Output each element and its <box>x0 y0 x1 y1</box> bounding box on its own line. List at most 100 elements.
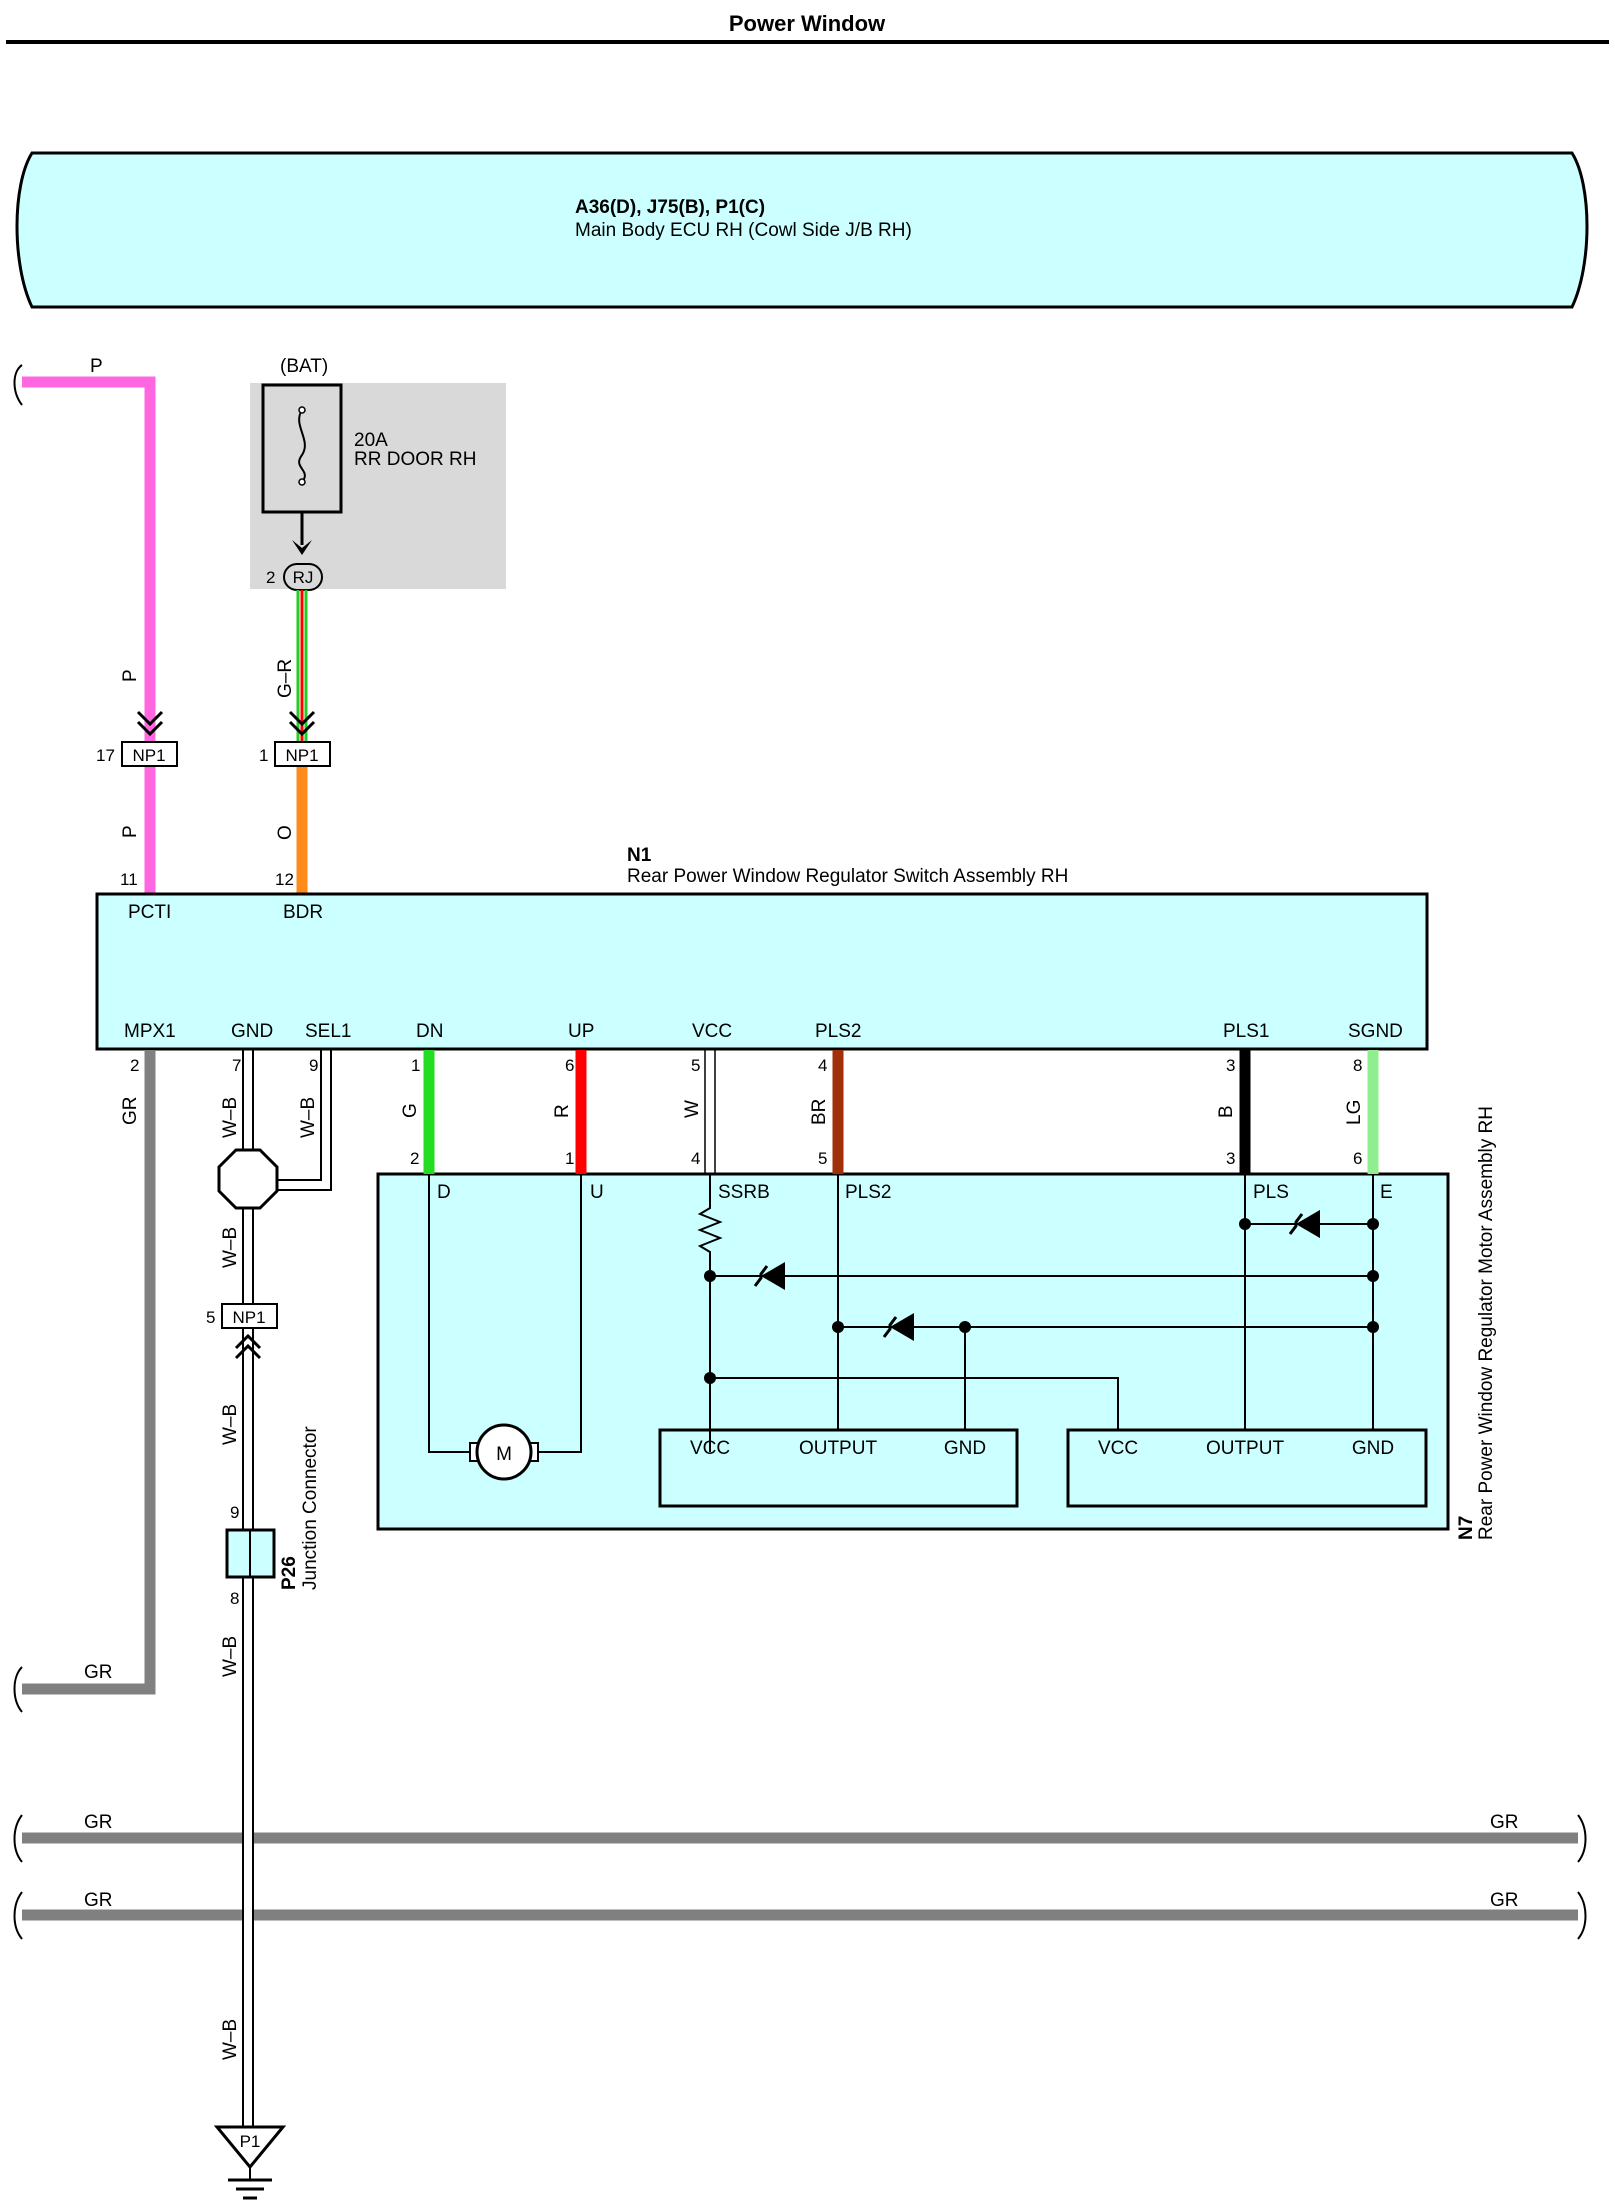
fuse-name: RR DOOR RH <box>354 449 476 470</box>
np1-pin-1: 1 <box>259 746 268 765</box>
wire-label-b: B <box>1216 1105 1237 1118</box>
gr-bus2-right-label: GR <box>1490 1890 1519 1911</box>
np1-connector-17 <box>121 741 178 767</box>
n1-pin-name: SEL1 <box>305 1021 351 1042</box>
junction-dot <box>1239 1218 1251 1230</box>
wire-break-mark <box>13 364 23 406</box>
motor-circuit-wire <box>428 1174 582 1453</box>
wire-label-wb-sel: W–B <box>298 1097 319 1138</box>
n1-top-pin-num: 11 <box>120 870 138 889</box>
sensor1-gnd: GND <box>944 1438 986 1459</box>
junction-dot <box>1367 1218 1379 1230</box>
n7-pin-name: SSRB <box>718 1182 770 1203</box>
n1-pin-num: 4 <box>818 1056 827 1075</box>
sensor2-output: OUTPUT <box>1206 1438 1285 1459</box>
p26-pin-bottom: 8 <box>230 1589 239 1608</box>
p26-code: P26 <box>279 1556 300 1590</box>
n1-pin-name: GND <box>231 1021 273 1042</box>
zener-diode-icon <box>1245 1210 1373 1238</box>
n1-top-pin-name: BDR <box>283 902 323 923</box>
sensor2-gnd: GND <box>1352 1438 1394 1459</box>
n1-pin-num: 3 <box>1226 1056 1235 1075</box>
p26-pin-top: 9 <box>230 1503 239 1522</box>
n1-name: Rear Power Window Regulator Switch Assem… <box>627 866 1068 887</box>
sensor-wire <box>710 1377 1119 1430</box>
junction-dot <box>832 1321 844 1333</box>
ground-label: P1 <box>240 2132 261 2151</box>
wire-break-mark <box>13 1814 1587 1863</box>
fuse-rating: 20A <box>354 430 388 451</box>
wire-break-mark <box>13 1666 23 1713</box>
p26-name: Junction Connector <box>300 1426 321 1590</box>
fuse-supply: (BAT) <box>280 356 328 377</box>
n1-pin-num: 9 <box>309 1056 318 1075</box>
rj-pin: 2 <box>266 568 275 587</box>
n1-pin-num: 2 <box>130 1056 139 1075</box>
n7-pin-num: 3 <box>1226 1149 1235 1168</box>
np1-connector-5 <box>221 1303 278 1329</box>
gr-bus1-right-label: GR <box>1490 1812 1519 1833</box>
gr-bus1-left-label: GR <box>84 1812 113 1833</box>
sensor1-vcc: VCC <box>690 1438 730 1459</box>
motor-assembly-box <box>376 1172 1450 1531</box>
n1-code: N1 <box>627 845 652 866</box>
wire-p <box>22 376 156 743</box>
gr-bus2-left-label: GR <box>84 1890 113 1911</box>
n1-pin-num: 6 <box>565 1056 574 1075</box>
fuse-area <box>250 383 506 589</box>
wire-label-lg: LG <box>1344 1100 1365 1125</box>
wire-wb-sel-a <box>278 1050 322 1181</box>
wire-label-p-top: P <box>90 356 103 377</box>
wire-label-p-above-np1: P <box>120 669 141 682</box>
n7-pin-num: 6 <box>1353 1149 1362 1168</box>
ecu-block <box>15 151 1589 309</box>
wire-break-mark <box>13 1891 1587 1940</box>
zener-diode-icon <box>753 1262 785 1290</box>
resistor-icon <box>697 1174 723 1452</box>
splice-octagon <box>217 1148 279 1210</box>
wire-label-wb-bottom: W–B <box>220 2019 241 2060</box>
zener-diode-icon <box>882 1313 914 1341</box>
np1-connector-1 <box>274 741 331 767</box>
n1-pin-name: VCC <box>692 1021 732 1042</box>
n7-pin-name: E <box>1380 1182 1393 1203</box>
n1-pin-name: PLS1 <box>1223 1021 1269 1042</box>
pulse-sensor-1 <box>658 1428 1019 1508</box>
motor-icon <box>475 1423 533 1481</box>
junction-dot <box>959 1321 971 1333</box>
n7-pin-num: 5 <box>818 1149 827 1168</box>
n1-pin-num: 8 <box>1353 1056 1362 1075</box>
wire-label-gr-mpx: GR <box>120 1097 141 1126</box>
junction-dot <box>1367 1270 1379 1282</box>
np1-label-17: NP1 <box>132 746 165 765</box>
wire-wb-crossing <box>242 1907 254 1923</box>
ground-triangle <box>213 2125 287 2170</box>
wire-label-r: R <box>552 1104 573 1118</box>
switch-assembly-box <box>95 892 1429 1051</box>
pulse-sensor-2 <box>1066 1428 1428 1508</box>
wire-wb-crossing <box>242 1830 254 1846</box>
chevron-icon <box>288 710 316 737</box>
n1-pin-name: MPX1 <box>124 1021 176 1042</box>
n1-pin-num: 7 <box>232 1056 241 1075</box>
wire-label-o: O <box>275 825 296 840</box>
sensor1-output: OUTPUT <box>799 1438 878 1459</box>
rj-label: RJ <box>293 568 314 587</box>
n1-top-pin-name: PCTI <box>128 902 171 923</box>
n7-pin-num: 1 <box>565 1149 574 1168</box>
wire-label-w: W <box>682 1100 703 1118</box>
wire-wb-sel-b <box>278 1050 332 1191</box>
junction-dot <box>704 1372 716 1384</box>
n7-code: N7 <box>1456 1516 1477 1540</box>
n7-pin-num: 4 <box>691 1149 700 1168</box>
wire-label-wb-low: W–B <box>220 1404 241 1445</box>
wire-label-wb-p26: W–B <box>220 1636 241 1677</box>
n7-pin-name: PLS2 <box>845 1182 891 1203</box>
fuse-terminal-top <box>298 406 306 414</box>
chevron-icon <box>136 710 164 737</box>
junction-dot <box>704 1270 716 1282</box>
fuse-terminal-bottom <box>298 478 306 486</box>
n1-pin-name: PLS2 <box>815 1021 861 1042</box>
wire-label-wb-mid: W–B <box>220 1227 241 1268</box>
